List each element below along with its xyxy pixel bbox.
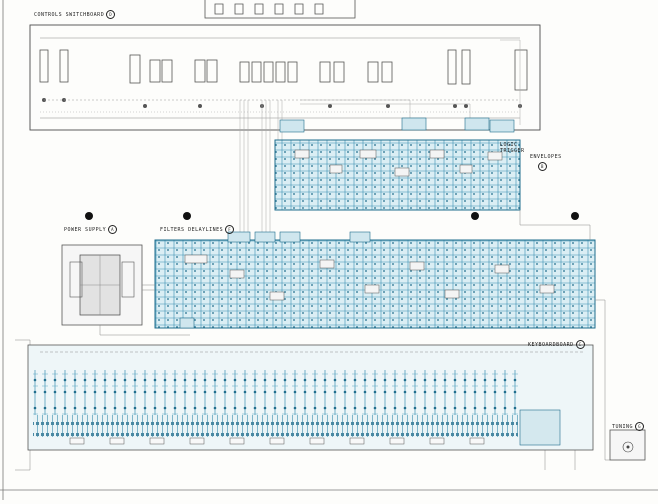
logic-board — [274, 117, 521, 211]
top-connector-box — [204, 0, 356, 19]
logic-board-letter: B — [538, 162, 547, 171]
controls-wiring — [239, 39, 521, 245]
logic-board-title: LOGIC — [500, 142, 518, 148]
logic-section-label: ENVELOPES — [530, 154, 562, 160]
alignment-dot — [85, 212, 93, 220]
keyboard-board — [27, 344, 594, 451]
keyboard-board-letter: C — [575, 340, 585, 349]
logic-board-subtitle: TRIGGER — [500, 148, 525, 154]
power-supply-board — [61, 244, 143, 326]
tuning-board — [609, 429, 646, 461]
tuning-board-letter: G — [635, 422, 645, 431]
alignment-dot — [183, 212, 191, 220]
alignment-dot — [571, 212, 579, 220]
controls-panel — [29, 24, 541, 131]
power-board-letter: A — [108, 225, 118, 234]
controls-board-title: CONTROLS SWITCHBOARD — [34, 12, 105, 18]
logic-letter-label: B — [536, 162, 547, 171]
tuning-board-title: TUNING — [612, 424, 634, 430]
logic-section-title: ENVELOPES — [530, 154, 562, 160]
filters-board — [154, 231, 596, 329]
power-board-title: POWER SUPPLY — [64, 227, 107, 233]
logic-board-label: LOGIC TRIGGER — [500, 142, 525, 154]
filters-board-letter: F — [225, 225, 235, 234]
alignment-dot — [471, 212, 479, 220]
filters-board-title: FILTERS DELAYLINES — [160, 227, 224, 233]
controls-board-letter: D — [106, 10, 116, 19]
keyboard-board-title: KEYBOARDBOARD — [528, 342, 574, 348]
slider-pots — [39, 49, 528, 91]
